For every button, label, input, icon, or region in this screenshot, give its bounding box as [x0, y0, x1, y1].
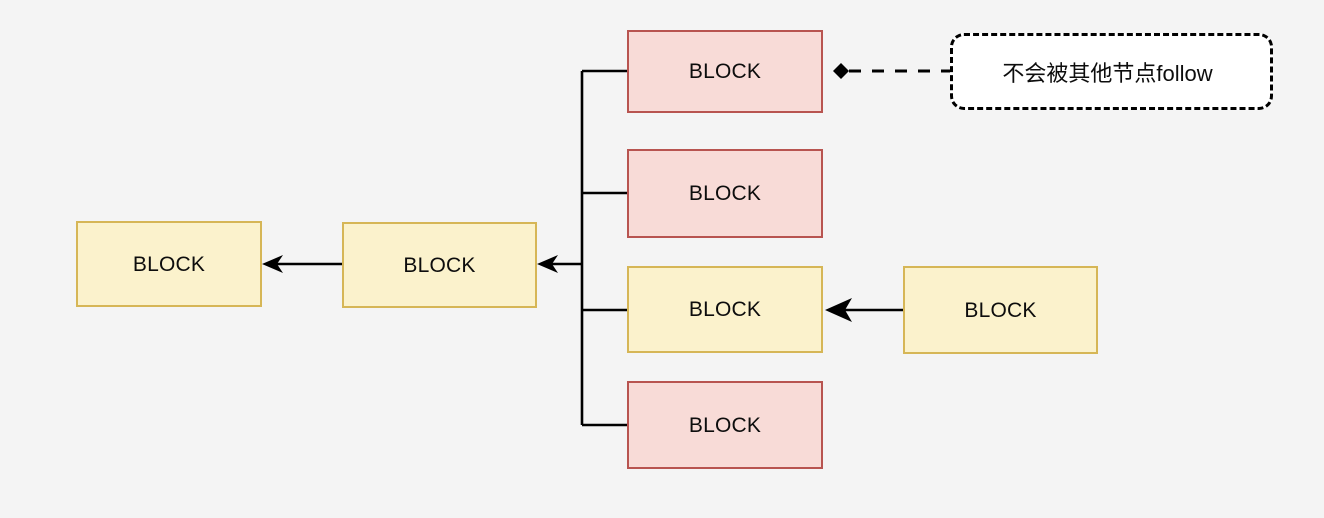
edge-trunk-to-chain-second: [537, 255, 582, 273]
block-node-chain-second[interactable]: BLOCK: [342, 222, 537, 308]
block-node-fork-4[interactable]: BLOCK: [627, 381, 823, 469]
block-node-chain-head[interactable]: BLOCK: [76, 221, 262, 307]
block-node-label: BLOCK: [688, 413, 762, 437]
edge-tip-to-fork-3: [825, 298, 903, 322]
annotation-note-text: 不会被其他节点follow: [1002, 60, 1213, 86]
edge-chain-second-to-head: [262, 255, 342, 273]
note-connector: [833, 63, 950, 79]
block-node-label: BLOCK: [132, 252, 206, 276]
block-node-tip[interactable]: BLOCK: [903, 266, 1098, 354]
annotation-note-orphan[interactable]: 不会被其他节点follow: [950, 33, 1273, 110]
block-node-fork-1[interactable]: BLOCK: [627, 30, 823, 113]
block-node-fork-3[interactable]: BLOCK: [627, 266, 823, 353]
block-node-label: BLOCK: [688, 182, 762, 205]
block-node-fork-2[interactable]: BLOCK: [627, 149, 823, 238]
block-node-label: BLOCK: [964, 298, 1037, 322]
block-node-label: BLOCK: [403, 253, 476, 277]
block-node-label: BLOCK: [688, 60, 762, 83]
block-node-label: BLOCK: [688, 298, 762, 321]
